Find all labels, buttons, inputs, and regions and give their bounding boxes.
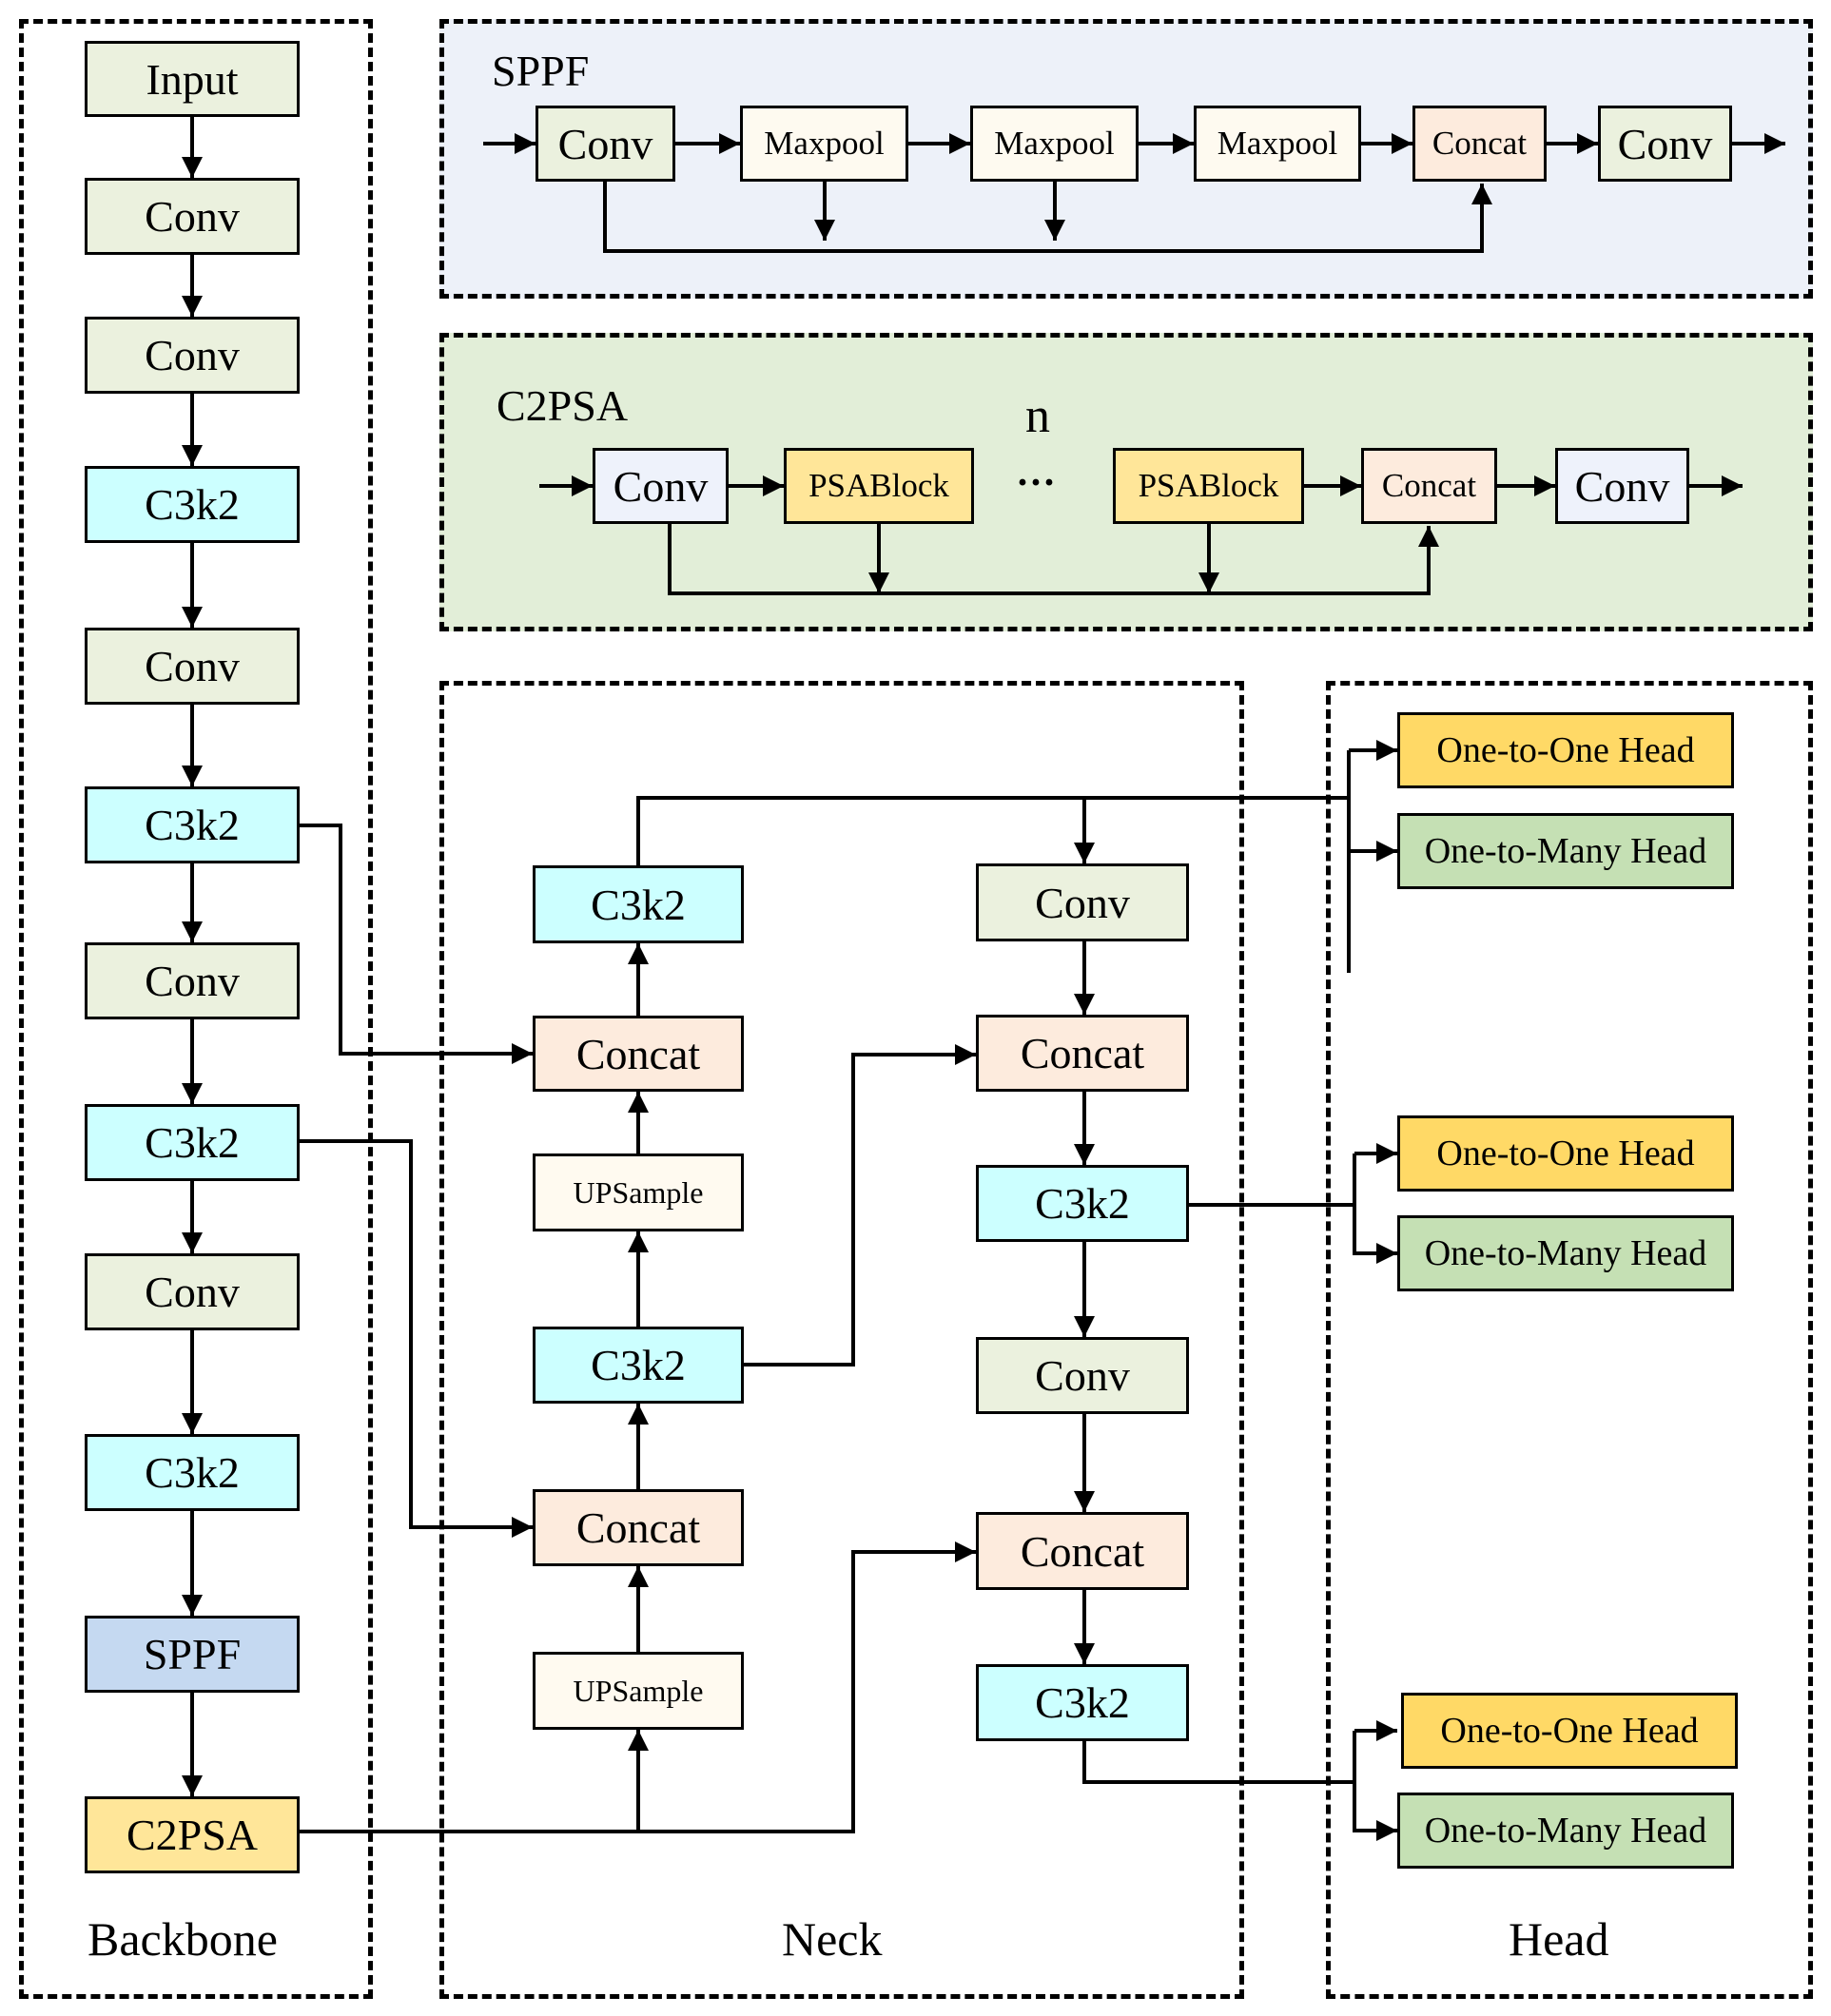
neck-left-block-concat: Concat xyxy=(533,1016,744,1092)
backbone-block-c3k2: C3k2 xyxy=(85,786,300,863)
sppf-block-maxpool: Maxpool xyxy=(740,106,908,182)
neck-region xyxy=(439,681,1244,1999)
head-region xyxy=(1326,681,1813,1999)
neck-left-block-upsample: UPSample xyxy=(533,1652,744,1730)
sppf-block-conv-in: Conv xyxy=(536,106,675,182)
sppf-block-conv-out: Conv xyxy=(1598,106,1732,182)
head-one-to-one: One-to-One Head xyxy=(1401,1693,1738,1769)
neck-right-block-conv: Conv xyxy=(976,1337,1189,1414)
neck-right-block-conv: Conv xyxy=(976,863,1189,941)
repeat-n-label: n xyxy=(1025,389,1050,443)
backbone-block-c2psa: C2PSA xyxy=(85,1796,300,1873)
neck-left-block-concat: Concat xyxy=(533,1489,744,1566)
head-label: Head xyxy=(1509,1912,1609,1966)
backbone-block-c3k2: C3k2 xyxy=(85,466,300,543)
c2psa-block-psablock: PSABlock xyxy=(784,448,974,524)
neck-left-block-c3k2: C3k2 xyxy=(533,865,744,943)
backbone-block-conv: Conv xyxy=(85,178,300,255)
head-one-to-many: One-to-Many Head xyxy=(1397,1215,1734,1291)
backbone-block-c3k2: C3k2 xyxy=(85,1104,300,1181)
c2psa-block-psablock: PSABlock xyxy=(1113,448,1304,524)
neck-label: Neck xyxy=(782,1912,883,1966)
head-one-to-many: One-to-Many Head xyxy=(1397,1793,1734,1869)
repeat-ellipsis: ··· xyxy=(1016,461,1057,505)
head-one-to-many: One-to-Many Head xyxy=(1397,813,1734,889)
neck-right-block-c3k2: C3k2 xyxy=(976,1165,1189,1242)
backbone-region xyxy=(19,19,373,1999)
neck-left-block-c3k2: C3k2 xyxy=(533,1327,744,1404)
head-one-to-one: One-to-One Head xyxy=(1397,712,1734,788)
backbone-block-c3k2: C3k2 xyxy=(85,1434,300,1511)
sppf-block-maxpool: Maxpool xyxy=(970,106,1139,182)
c2psa-block-concat: Concat xyxy=(1361,448,1497,524)
backbone-block-conv: Conv xyxy=(85,1253,300,1330)
neck-left-block-upsample: UPSample xyxy=(533,1153,744,1231)
c2psa-block-conv-in: Conv xyxy=(593,448,729,524)
sppf-block-maxpool: Maxpool xyxy=(1194,106,1361,182)
backbone-block-input: Input xyxy=(85,41,300,117)
neck-right-block-concat: Concat xyxy=(976,1015,1189,1092)
backbone-block-conv: Conv xyxy=(85,628,300,705)
c2psa-panel-title: C2PSA xyxy=(497,381,629,430)
backbone-label: Backbone xyxy=(88,1912,278,1966)
backbone-block-conv: Conv xyxy=(85,942,300,1019)
sppf-block-concat: Concat xyxy=(1412,106,1547,182)
head-one-to-one: One-to-One Head xyxy=(1397,1115,1734,1192)
c2psa-block-conv-out: Conv xyxy=(1555,448,1689,524)
neck-right-block-c3k2: C3k2 xyxy=(976,1664,1189,1741)
backbone-block-sppf: SPPF xyxy=(85,1616,300,1693)
sppf-panel-title: SPPF xyxy=(492,47,590,95)
neck-right-block-concat: Concat xyxy=(976,1512,1189,1590)
backbone-block-conv: Conv xyxy=(85,317,300,394)
